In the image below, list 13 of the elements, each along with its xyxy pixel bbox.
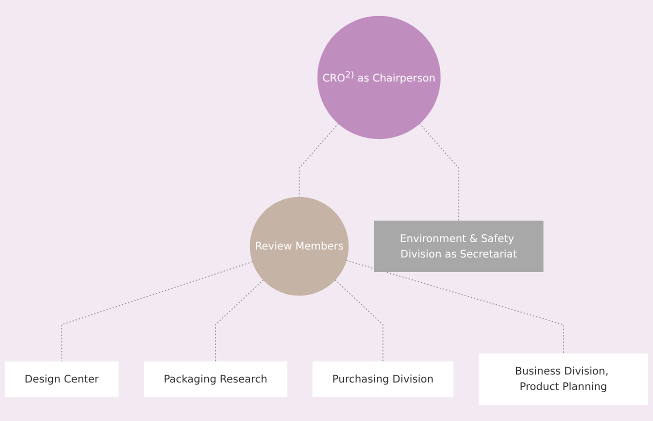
connector [346, 260, 564, 354]
connector [298, 123, 339, 198]
node-circle: CRO$^{2)}$ as Chairperson [317, 16, 441, 140]
connector [334, 280, 384, 362]
node-box: Design Center [4, 361, 119, 398]
node-box: Business Division, Product Planning [478, 354, 648, 405]
node-box: Environment & Safety Division as Secretariat [374, 220, 544, 272]
node-box: Purchasing Division [312, 361, 454, 398]
connector [215, 280, 264, 362]
connector [61, 261, 254, 362]
connector [419, 123, 460, 222]
node-box: Packaging Research [144, 361, 288, 398]
node-circle: Review Members [250, 197, 349, 296]
